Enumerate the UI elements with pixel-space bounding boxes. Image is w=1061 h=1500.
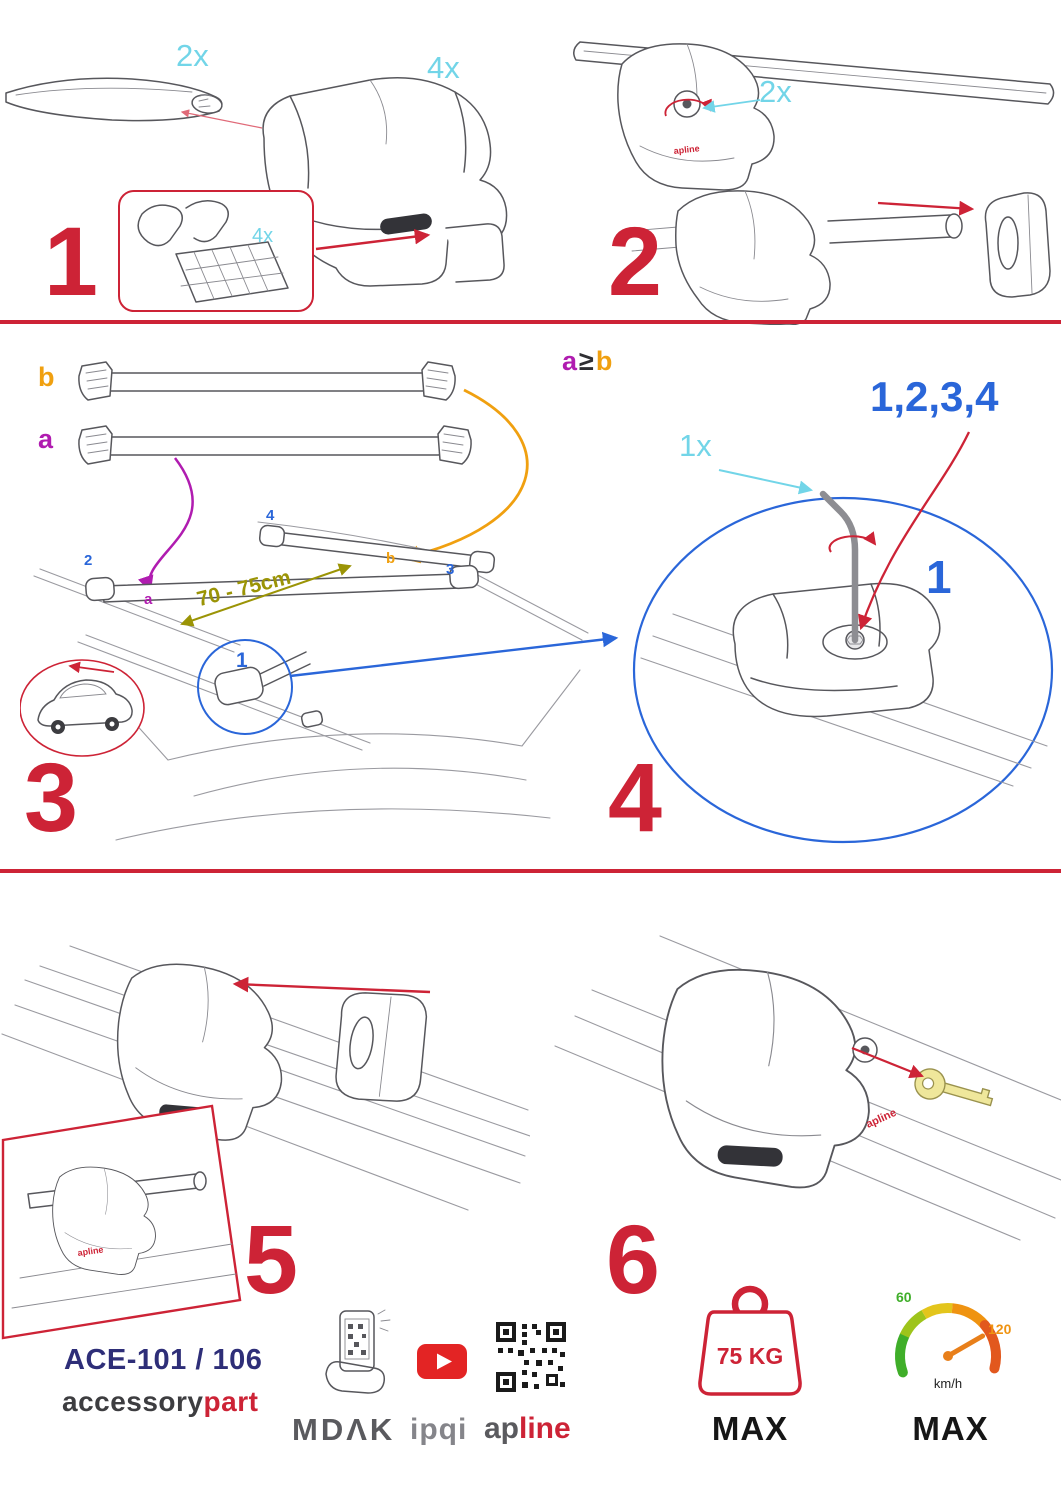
step-6-number: 6 (606, 1205, 660, 1314)
car-front-arrow (68, 661, 115, 674)
hand (325, 1361, 386, 1394)
key-qty-label: 1x (679, 428, 712, 463)
rule-a: a (562, 346, 578, 376)
foot-zoom-illustration (632, 431, 1054, 844)
step-1-number: 1 (44, 207, 98, 316)
cap-install-arrow (877, 200, 975, 216)
rubber-pad (175, 241, 289, 303)
youtube-icon (417, 1344, 467, 1379)
position-2-label: 2 (84, 552, 93, 569)
crossbar-qty-label: 2x (176, 38, 209, 73)
key-insert-arrow (851, 1046, 924, 1079)
assembled-foot (675, 190, 831, 325)
logo-mdak: MDΛK (292, 1412, 396, 1447)
tighten-sequence-label: 1,2,3,4 (870, 373, 999, 420)
section-divider (0, 320, 1061, 324)
locking-foot (661, 968, 870, 1189)
rule-b: b (595, 346, 613, 376)
cover-install-illustration: apline (1, 945, 530, 1340)
speed-max-label: MAX (912, 1410, 989, 1447)
step-4-number: 4 (608, 743, 662, 852)
key-qty-arrow (718, 469, 814, 495)
speed-arc (895, 1303, 1002, 1378)
phone-scan-icon (325, 1309, 391, 1394)
foot-qty-label: 4x (427, 50, 460, 85)
highlighted-foot (214, 666, 264, 706)
pad-qty-label: 4x (252, 225, 274, 247)
zoom-ref-label: 1 (236, 649, 248, 672)
cap-slide-illustration (629, 190, 1051, 325)
speed-low-label: 60 (896, 1289, 912, 1305)
speed-high-label: 120 (988, 1321, 1012, 1337)
logo-line: line (519, 1412, 571, 1445)
allen-key (819, 490, 859, 644)
roof-overview-illustration (20, 361, 619, 841)
position-4-label: 4 (266, 507, 275, 524)
step-5-number: 5 (244, 1205, 298, 1314)
crossbar-b (78, 361, 456, 401)
key (914, 1068, 994, 1107)
roof-context (33, 521, 589, 841)
brand-accessory: accessory (62, 1386, 204, 1417)
logo-ipqi: ipqi (410, 1413, 468, 1446)
zoom-arrow (289, 631, 619, 678)
brand-wordmark: accessorypart (62, 1386, 258, 1418)
position-3-label: 3 (446, 561, 455, 578)
crossbar-a (78, 425, 472, 465)
weight-max-label: MAX (711, 1410, 789, 1447)
weight-value-label: 75 KG (717, 1343, 783, 1369)
speed-limit-icon: 60 120 km/h (895, 1289, 1012, 1391)
bar-a-label: a (38, 424, 54, 454)
zoom-circle (197, 639, 293, 735)
pad-detail-box (118, 190, 314, 312)
logo-apline: apline (484, 1412, 571, 1446)
end-cap (984, 192, 1051, 298)
sequence-arrow (858, 431, 971, 631)
lock-qty-label: 2x (759, 74, 792, 109)
key-lock-illustration: apline (554, 935, 1061, 1241)
step-2-number: 2 (608, 207, 662, 316)
rule-op: ≥ (579, 346, 594, 376)
end-foot: apline (617, 43, 775, 191)
bar-b-label: b (38, 362, 55, 392)
key-rotate-arrow (828, 531, 877, 553)
crossbar-illustration (5, 77, 223, 122)
weight-limit-icon: 75 KG (698, 1285, 802, 1396)
weight-body (698, 1310, 802, 1396)
position-a-label: a (144, 591, 153, 608)
step-3-number: 3 (24, 743, 78, 852)
bar-b-position-arrow (401, 388, 529, 564)
clamp-bracket (445, 223, 505, 283)
brand-small-label: apline (673, 143, 700, 156)
bolt-ref-label: 1 (926, 551, 952, 603)
logo-ap: ap (484, 1412, 520, 1445)
foot-on-rail (116, 963, 283, 1141)
finished-assembly-inset: apline (1, 1104, 242, 1340)
phone-qr-pixels (348, 1324, 366, 1355)
pad-detail-illustration (137, 200, 289, 303)
speed-needle (945, 1333, 986, 1359)
position-b-label: b (386, 550, 396, 567)
zoomed-foot (732, 582, 941, 718)
section-divider (0, 869, 1061, 873)
lock-end-illustration: apline (573, 41, 1055, 191)
product-model: ACE-101 / 106 (64, 1344, 263, 1376)
lock-qty-arrow (702, 99, 761, 113)
length-rule-label: a≥b (562, 348, 612, 375)
car-direction-inset (20, 659, 145, 757)
speed-unit-label: km/h (934, 1376, 962, 1391)
bar-a-position-arrow (137, 457, 194, 593)
brand-part: part (203, 1386, 259, 1417)
cover-cap (335, 992, 428, 1102)
brand-small-label: apline (77, 1244, 104, 1258)
span-dimension-arrow (180, 563, 352, 627)
cover-install-arrow (232, 976, 431, 994)
qr-code-icon (496, 1322, 566, 1392)
